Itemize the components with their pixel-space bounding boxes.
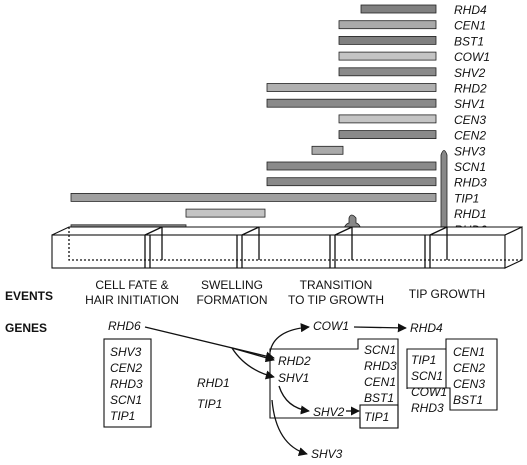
group1-gene-1: SHV3 [110,345,142,359]
arrow-to-shv2 [278,385,310,415]
group1-gene-4: SCN1 [110,393,142,407]
arrow-cow1-to-rhd4 [353,323,407,333]
network-rhd2: RHD2 [278,354,311,368]
group3-box [406,338,498,411]
arrow-to-shv3 [271,399,308,457]
gene-bar-shv2 [338,67,437,77]
gene-bar-rhd4 [360,4,437,14]
group3-right-1: CEN1 [453,345,485,359]
gene-bar-shv3 [311,145,344,155]
cell-file-front [51,234,506,269]
gene-bar-cen2 [338,130,437,140]
gene-bar-bst1 [338,36,437,45]
gene-bar-label-tip1: TIP1 [454,191,479,205]
gene-bar-label-scn1: SCN1 [454,160,486,174]
stage-3-line1: TRANSITION [300,278,373,292]
group2-gene-2: RHD3 [364,359,397,373]
arrow-fork-to-rhd2 [231,347,275,363]
group1-gene-5: TIP1 [110,409,135,423]
gene-bar-labels: RHD4CEN1BST1COW1SHV2RHD2SHV1CEN3CEN2SHV3… [454,3,490,237]
group3-right-3: CEN3 [453,377,485,391]
gene-bar-cen1 [338,20,437,30]
gene-bar-rhd1 [185,208,266,218]
epidermal-cell-file [51,226,523,269]
group1-box [103,338,152,428]
stage-3-line2: TO TIP GROWTH [288,293,384,307]
arrow-fork-to-shv1 [231,347,275,380]
group3-left-2: SCN1 [411,369,443,383]
gene-bar-scn1 [266,161,437,171]
group2-gene-3: CEN1 [364,375,396,389]
stage-2-line1: SWELLING [201,278,263,292]
network-tip1-small: TIP1 [364,410,389,424]
genes-heading: GENES [5,321,47,335]
stage-1-line1: CELL FATE & [95,278,168,292]
network-rhd6: RHD6 [108,319,141,333]
group3-right-4: BST1 [453,393,483,407]
gene-bar-label-cen3: CEN3 [454,113,486,127]
gene-bar-label-cow1: COW1 [454,50,490,64]
events-heading: EVENTS [5,289,53,303]
gene-expression-bars [70,4,437,234]
network-shv1: SHV1 [278,371,309,385]
gene-bar-label-cen2: CEN2 [454,129,486,143]
network-cow1: COW1 [313,319,349,333]
gene-bar-label-shv2: SHV2 [454,66,486,80]
gene-bar-shv1 [266,98,437,108]
arrow-rhd6-to-rhd2 [144,326,275,361]
tip1-small-box [359,404,399,429]
group1-gene-2: CEN2 [110,361,142,375]
group3-left-4: RHD3 [411,401,444,415]
network-rhd1: RHD1 [197,376,230,390]
group1-gene-3: RHD3 [110,377,143,391]
gene-bar-rhd2 [266,83,437,92]
stage-1-line2: HAIR INITIATION [85,293,179,307]
group2-gene-4: BST1 [364,391,394,405]
gene-bar-label-rhd2: RHD2 [454,82,487,96]
stage-labels: CELL FATE & HAIR INITIATION SWELLING FOR… [85,278,485,307]
stage-2-line2: FORMATION [196,293,267,307]
gene-bar-label-shv3: SHV3 [454,144,486,158]
network-shv2: SHV2 [313,405,345,419]
gene-bar-label-rhd1: RHD1 [454,207,487,221]
gene-bar-label-bst1: BST1 [454,34,484,48]
network-tip1: TIP1 [197,397,222,411]
group3-left-1: TIP1 [411,353,436,367]
network-rhd4: RHD4 [410,321,443,335]
gene-bar-label-shv1: SHV1 [454,97,485,111]
gene-bar-cen3 [338,114,437,124]
gene-bar-tip1 [70,192,437,202]
gene-bar-label-rhd3: RHD3 [454,176,487,190]
network-shv3: SHV3 [311,447,343,461]
group3-right-2: CEN2 [453,361,485,375]
stage-4-line1: TIP GROWTH [409,287,485,301]
gene-network: RHD6 SHV3 CEN2 RHD3 SCN1 TIP1 RHD1 TIP1 … [103,319,498,461]
gene-bar-label-rhd4: RHD4 [454,3,487,17]
cell-boundaries [68,226,522,268]
cell-file-top [51,226,523,236]
gene-bar-rhd3 [266,177,437,187]
arrow-to-cow1 [269,323,310,353]
group2-gene-1: SCN1 [364,343,396,357]
group3-left-3: COW1 [411,385,447,399]
gene-bar-label-cen1: CEN1 [454,19,486,33]
gene-bar-cow1 [338,51,437,61]
